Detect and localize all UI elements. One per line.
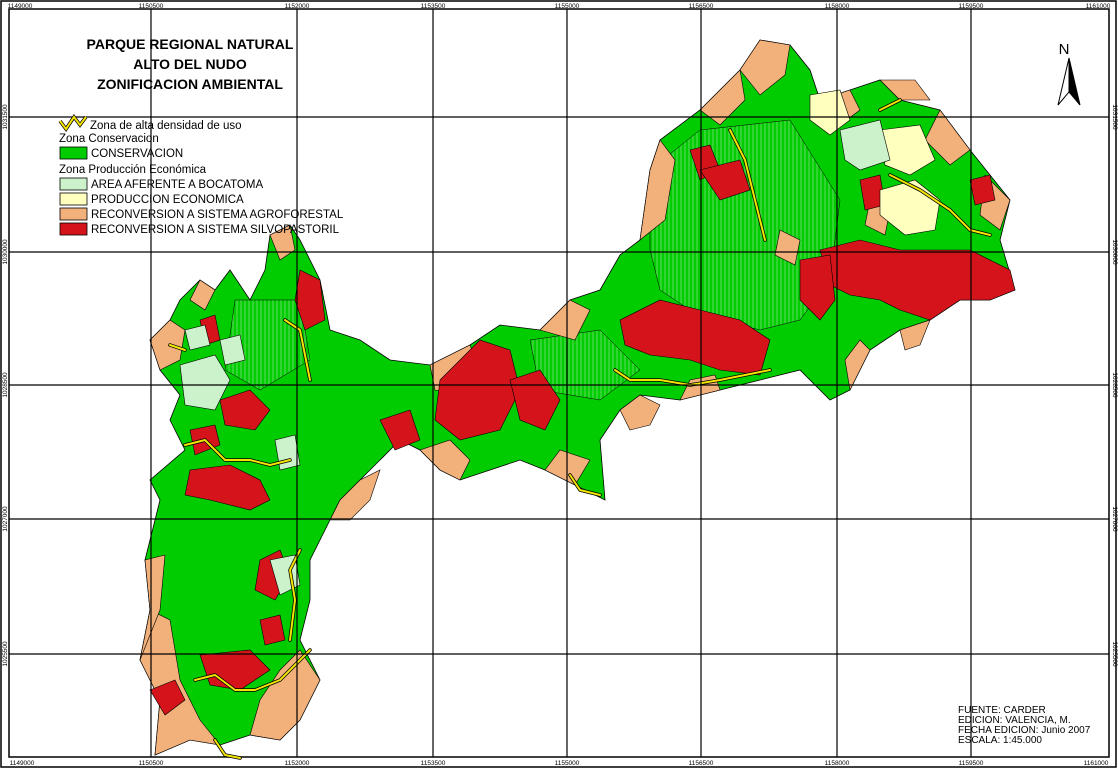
grid-label-bottom: 1161000 <box>1084 760 1109 767</box>
title-line-3: ZONIFICACION AMBIENTAL <box>97 76 283 92</box>
grid-label-bottom: 1153500 <box>421 760 446 767</box>
grid-labels-right: 1031500 1030000 1028500 1027000 1025500 <box>1111 104 1118 667</box>
legend-swatch-agroforestal <box>59 207 88 221</box>
grid-label-right: 1027000 <box>1111 506 1118 532</box>
grid-label-right: 1030000 <box>1111 239 1118 265</box>
legend-swatch-area-aferente <box>59 177 88 191</box>
credit-escala: ESCALA: 1:45.000 <box>958 735 1042 746</box>
grid-label-top: 1158000 <box>825 3 850 10</box>
grid-label-bottom: 1149000 <box>10 760 35 767</box>
legend-label-road: Zona de alta densidad de uso <box>90 120 242 132</box>
legend-label-agroforestal: RECONVERSION A SISTEMA AGROFORESTAL <box>91 209 344 221</box>
grid-labels-left: 1031500 1030000 1028500 1027000 1025500 <box>2 104 9 667</box>
grid-label-left: 1025500 <box>2 641 9 667</box>
grid-label-bottom: 1158000 <box>825 760 850 767</box>
title-line-2: ALTO DEL NUDO <box>133 56 247 72</box>
coordinate-grid <box>9 9 1109 757</box>
grid-label-top: 1155000 <box>555 3 580 10</box>
legend-swatch-silvopastoril <box>59 222 88 236</box>
credit-fecha: FECHA EDICION: Junio 2007 <box>958 725 1091 736</box>
legend: Zona de alta densidad de uso Zona Conser… <box>58 113 344 236</box>
map-border <box>8 8 1110 758</box>
grid-label-bottom: 1159500 <box>959 760 984 767</box>
grid-labels-bottom: 1149000 1150500 1152000 1153500 1155000 … <box>10 760 1109 767</box>
grid-label-top: 1153500 <box>421 3 446 10</box>
grid-label-top: 1161000 <box>1086 3 1111 10</box>
credit-edicion: EDICION: VALENCIA, M. <box>958 715 1071 726</box>
north-label: N <box>1059 41 1070 58</box>
grid-label-left: 1031500 <box>2 104 9 130</box>
grid-label-right: 1031500 <box>1111 104 1118 130</box>
zonas-silvopastoril <box>149 144 1016 716</box>
legend-swatch-conservacion <box>59 146 88 160</box>
north-arrow-icon: N <box>1057 41 1081 106</box>
grid-label-bottom: 1150500 <box>139 760 164 767</box>
legend-label-produccion: PRODUCCION ECONOMICA <box>91 194 244 206</box>
grid-label-bottom: 1152000 <box>285 760 310 767</box>
legend-swatch-produccion <box>59 192 88 206</box>
legend-group-conservacion: Zona Conservacion <box>59 133 159 145</box>
grid-label-top: 1156500 <box>689 3 714 10</box>
legend-group-produccion: Zona Producción Económica <box>59 164 207 176</box>
legend-label-area-aferente: AREA AFERENTE A BOCATOMA <box>91 179 263 191</box>
title-line-1: PARQUE REGIONAL NATURAL <box>87 36 294 52</box>
grid-label-left: 1028500 <box>2 372 9 398</box>
grid-label-left: 1030000 <box>2 239 9 265</box>
grid-label-top: 1150500 <box>139 3 164 10</box>
park-conservacion-base <box>139 39 1016 756</box>
credit-fuente: FUENTE: CARDER <box>958 705 1046 716</box>
map-title: PARQUE REGIONAL NATURAL ALTO DEL NUDO ZO… <box>87 36 294 92</box>
grid-label-top: 1149000 <box>8 3 33 10</box>
map-credits: FUENTE: CARDER EDICION: VALENCIA, M. FEC… <box>958 705 1091 746</box>
grid-label-left: 1027000 <box>2 506 9 532</box>
grid-label-top: 1159500 <box>959 3 984 10</box>
grid-label-bottom: 1156500 <box>689 760 714 767</box>
grid-label-right: 1028500 <box>1111 372 1118 398</box>
legend-label-silvopastoril: RECONVERSION A SISTEMA SILVOPASTORIL <box>91 224 340 236</box>
grid-labels-top: 1149000 1150500 1152000 1153500 1155000 … <box>8 3 1111 10</box>
grid-label-right: 1025500 <box>1111 641 1118 667</box>
zona-alta-densidad-lines <box>168 98 992 760</box>
legend-label-conservacion: CONSERVACION <box>91 148 183 160</box>
grid-label-top: 1152000 <box>285 3 310 10</box>
grid-label-bottom: 1155000 <box>555 760 580 767</box>
